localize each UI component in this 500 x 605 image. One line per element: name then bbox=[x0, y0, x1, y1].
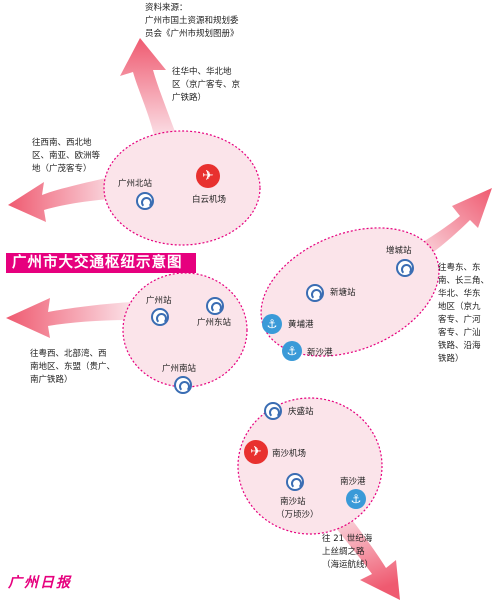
node-huangpu-port: 黄埔港 bbox=[288, 320, 314, 330]
airplane-icon: ✈ bbox=[196, 164, 220, 188]
node-nansha-port: 南沙港 bbox=[340, 477, 366, 487]
node-guangzhou-east: 广州东站 bbox=[197, 318, 232, 328]
train-icon bbox=[286, 473, 304, 491]
node-zengcheng: 增城站 bbox=[386, 246, 412, 256]
train-icon bbox=[206, 297, 224, 315]
train-icon bbox=[306, 284, 324, 302]
node-guangzhou-north: 广州北站 bbox=[118, 179, 153, 189]
anchor-icon: ⚓ bbox=[282, 341, 302, 361]
direction-northwest-label: 往西南、西北地 区、南亚、欧洲等 地（广茂客专） bbox=[32, 138, 101, 174]
arrow-north bbox=[120, 38, 178, 140]
arrow-east bbox=[410, 188, 492, 262]
node-guangzhou: 广州站 bbox=[146, 296, 172, 306]
node-nansha-airport: 南沙机场 bbox=[272, 449, 307, 459]
anchor-icon: ⚓ bbox=[346, 489, 366, 509]
node-qingsheng: 庆盛站 bbox=[288, 407, 314, 417]
newspaper-logo: 广州日报 bbox=[8, 575, 72, 591]
train-icon bbox=[174, 376, 192, 394]
train-icon bbox=[136, 192, 154, 210]
direction-north-label: 往华中、华北地 区（京广客专、京 广铁路） bbox=[172, 67, 241, 103]
map-title: 广州市大交通枢纽示意图 bbox=[6, 253, 196, 273]
arrow-south bbox=[330, 512, 400, 600]
node-baiyun-airport: 白云机场 bbox=[192, 195, 227, 205]
arrow-northwest bbox=[8, 175, 122, 222]
node-nansha-station-sub: （万顷沙） bbox=[276, 510, 319, 520]
train-icon bbox=[151, 308, 169, 326]
direction-east-label: 往粤东、东 南、长三角、 华北、华东 地区（京九 客专、广河 客专、广汕 铁路、… bbox=[438, 263, 490, 364]
node-guangzhou-south: 广州南站 bbox=[162, 364, 197, 374]
arrow-west bbox=[6, 298, 134, 338]
direction-west-label: 往粤西、北部湾、西 南地区、东盟（贵广、 南广铁路） bbox=[30, 349, 116, 385]
node-xintang: 新塘站 bbox=[330, 288, 356, 298]
source-note: 资料来源： 广州市国土资源和规划委 员会《广州市规划图册》 bbox=[145, 3, 239, 39]
direction-south-label: 往 21 世纪海 上丝绸之路 （海运航线） bbox=[322, 534, 374, 570]
anchor-icon: ⚓ bbox=[262, 314, 282, 334]
train-icon bbox=[396, 259, 414, 277]
hub-north bbox=[103, 130, 261, 246]
node-xinsha-port: 新沙港 bbox=[307, 348, 333, 358]
node-nansha-station: 南沙站 bbox=[280, 497, 306, 507]
airplane-icon: ✈ bbox=[244, 440, 268, 464]
train-icon bbox=[264, 402, 282, 420]
